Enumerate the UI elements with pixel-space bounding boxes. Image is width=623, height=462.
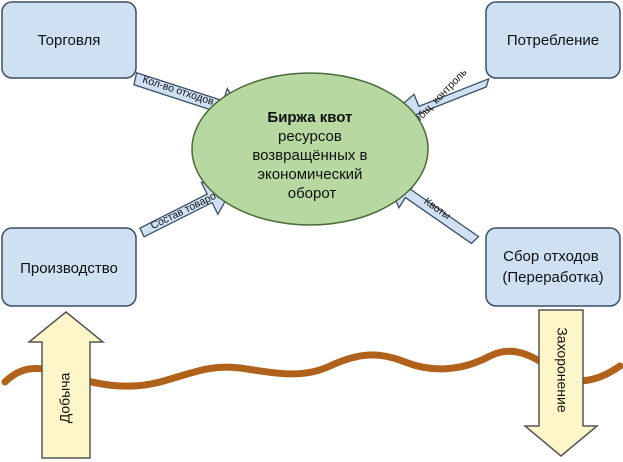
- ground-line: [1, 347, 623, 390]
- production-label: Производство: [20, 260, 118, 277]
- waste-collection-label-2: (Переработка): [502, 269, 603, 286]
- center-line-3: экономический: [257, 166, 362, 183]
- extraction-label: Добыча: [57, 372, 73, 423]
- burial-label: Захоронение: [554, 327, 570, 413]
- svg-text:Сбор отходов (Переработк: Сбор отходов (Переработка): [502, 248, 603, 286]
- trade-label: Торговля: [38, 32, 101, 49]
- waste-collection-node: Сбор отходов (Переработка): [485, 227, 621, 307]
- waste-collection-label-1: Сбор отходов: [503, 248, 599, 265]
- production-node: Производство: [1, 227, 137, 307]
- consumption-label: Потребление: [507, 32, 599, 49]
- trade-node: Торговля: [1, 1, 137, 79]
- center-title: Биржа квот: [267, 109, 352, 126]
- consumption-node: Потребление: [485, 1, 621, 79]
- center-line-2: возвращённых в: [252, 147, 367, 164]
- burial-arrow: Захоронение: [522, 309, 600, 457]
- svg-text:Биржа квот ресурсов: Биржа квот ресурсов возвращённых в эконо…: [252, 109, 371, 202]
- center-line-4: оборот: [288, 185, 337, 202]
- quota-exchange-node: Биржа квот ресурсов возвращённых в эконо…: [191, 72, 429, 226]
- extraction-arrow: Добыча: [26, 311, 106, 459]
- arrow-label-production: Состав товаров: [149, 187, 224, 232]
- center-line-1: ресурсов: [278, 128, 342, 145]
